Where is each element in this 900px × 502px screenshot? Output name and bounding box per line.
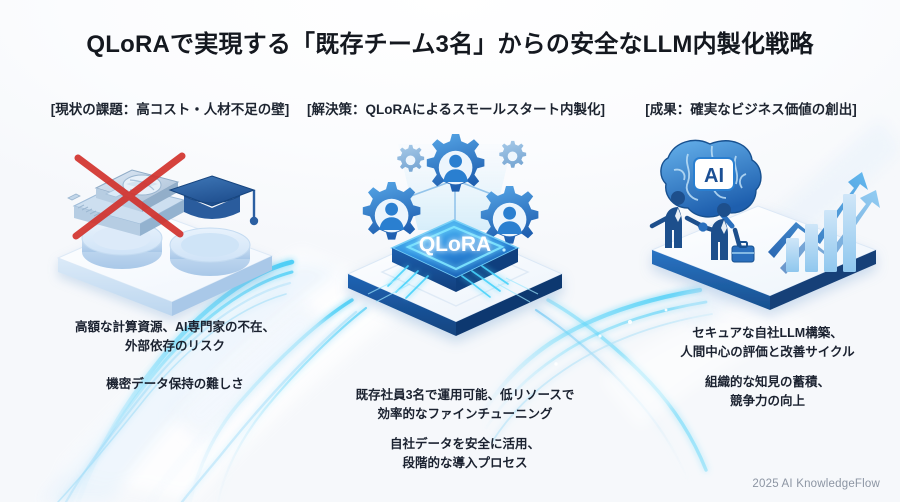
gear-icon	[499, 140, 527, 168]
svg-text:AI: AI	[704, 165, 724, 187]
platform-icon	[650, 205, 878, 310]
footer-credit: 2025 AI KnowledgeFlow	[752, 478, 880, 490]
caption-outcome-1: セキュアな自社LLM構築、 人間中心の評価と改善サイクル	[680, 326, 855, 360]
bar-chart-icon	[786, 194, 856, 272]
ai-badge-icon	[693, 157, 735, 191]
illustration-problem	[40, 126, 290, 316]
person-gear-icon	[362, 182, 421, 240]
illustration-outcome: AI	[640, 126, 890, 310]
caption-outcome-2: 組織的な知見の蓄積、 競争力の向上	[704, 375, 830, 409]
person-gear-icon	[480, 186, 539, 244]
page-title: QLoRAで実現する「既存チーム3名」からの安全なLLM内製化戦略	[86, 31, 814, 58]
brain-icon: AI	[660, 139, 762, 229]
pedestal-left	[81, 220, 163, 269]
graduation-cap-icon	[168, 175, 259, 226]
caption-problem-1: 高額な計算資源、AI専門家の不在、 外部依存のリスク	[74, 320, 275, 354]
chip-label: QLoRA	[419, 233, 491, 256]
caption-problem-2: 機密データ保持の難しさ	[106, 377, 244, 391]
gear-icon	[397, 144, 425, 172]
section-header-solution: [解決策：QLoRAによるスモールスタート内製化]	[306, 102, 606, 117]
section-header-problem: [現状の課題：高コスト・人材不足の壁]	[50, 102, 290, 117]
caption-solution-1: 既存社員3名で運用可能、低リソースで 効率的なファインチューニング	[355, 388, 575, 422]
pedestal-right	[169, 227, 251, 276]
caption-solution-2: 自社データを安全に活用、 段階的な導入プロセス	[389, 437, 540, 471]
section-header-outcome: [成果：確実なビジネス価値の創出]	[645, 102, 857, 117]
qlora-chip-icon	[390, 219, 520, 292]
person-gear-icon	[426, 134, 485, 192]
red-cross-icon	[72, 152, 186, 240]
handshake-icon	[649, 191, 743, 260]
briefcase-icon	[731, 241, 755, 263]
illustration-solution: QLoRA	[330, 126, 580, 336]
